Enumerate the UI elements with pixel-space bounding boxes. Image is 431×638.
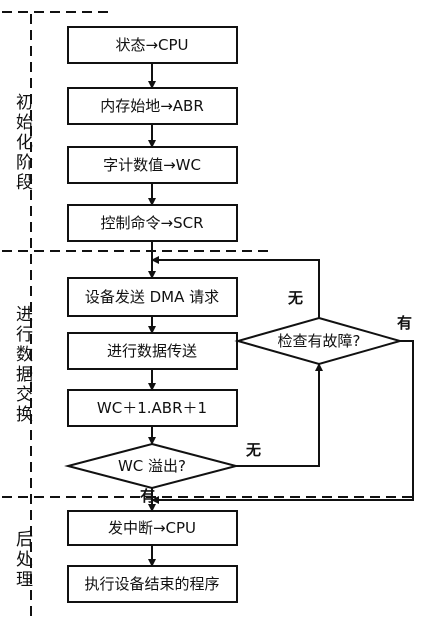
- phase-exchange-char: 行: [16, 325, 33, 345]
- branch-label-overflow-no: 无: [245, 441, 261, 459]
- step-label-interrupt-cpu: 发中断→CPU: [108, 519, 196, 537]
- step-label-control-scr: 控制命令→SCR: [101, 214, 204, 232]
- step-box-control-scr: [67, 204, 238, 242]
- step-box-wc-abr: [67, 389, 238, 427]
- phase-exchange-char: 数: [16, 345, 33, 365]
- step-label-end-program: 执行设备结束的程序: [84, 575, 219, 593]
- step-box-interrupt-cpu: [67, 510, 238, 546]
- step-box-wordcount-wc: [67, 146, 238, 184]
- phase-post-char: 理: [16, 570, 33, 590]
- step-box-device-dma: [67, 277, 238, 317]
- phase-post-char: 后: [16, 530, 33, 550]
- phase-label-init: 初 始 化 阶 段: [16, 93, 33, 193]
- step-box-end-program: [67, 565, 238, 603]
- phase-init-char: 初: [16, 93, 33, 113]
- phase-init-char: 化: [16, 133, 33, 153]
- phase-init-char: 段: [16, 173, 33, 193]
- decision-label-fault-check: 检查有故障?: [278, 332, 361, 350]
- step-label-wc-abr: WC＋1.ABR＋1: [97, 399, 207, 417]
- arrow-fault-no-loop: [151, 256, 320, 318]
- step-label-device-dma: 设备发送 DMA 请求: [85, 288, 219, 306]
- phase-init-char: 始: [16, 113, 33, 133]
- branch-label-overflow-yes: 有: [140, 487, 155, 505]
- step-box-status-cpu: [67, 26, 238, 64]
- phase-label-exchange: 进 行 数 据 交 换: [16, 305, 33, 425]
- decision-label-wc-overflow: WC 溢出?: [118, 457, 186, 475]
- phase-exchange-char: 进: [16, 305, 33, 325]
- branch-label-fault-yes: 有: [397, 314, 412, 332]
- arrow-overflow-no-to-fault: [236, 363, 323, 467]
- phase-label-post: 后 处 理: [16, 530, 33, 590]
- phase-exchange-char: 换: [16, 405, 33, 425]
- step-label-transfer: 进行数据传送: [107, 342, 197, 360]
- step-label-mem-abr: 内存始地→ABR: [100, 97, 204, 115]
- phase-exchange-char: 交: [16, 385, 33, 405]
- step-box-transfer: [67, 332, 238, 370]
- arrow-fault-yes-to-post: [151, 340, 414, 504]
- step-box-mem-abr: [67, 87, 238, 125]
- phase-exchange-char: 据: [16, 365, 33, 385]
- phase-init-char: 阶: [16, 153, 33, 173]
- branch-label-fault-no: 无: [287, 289, 303, 307]
- step-label-wordcount-wc: 字计数值→WC: [103, 156, 201, 174]
- step-label-status-cpu: 状态→CPU: [115, 36, 188, 54]
- phase-post-char: 处: [16, 550, 33, 570]
